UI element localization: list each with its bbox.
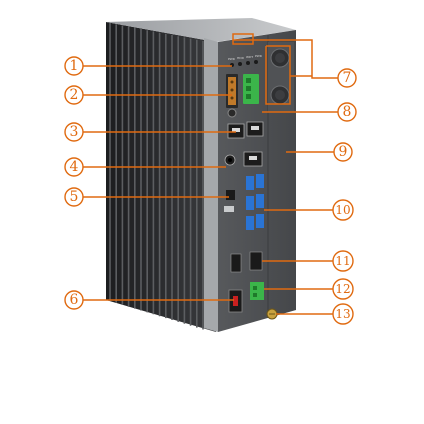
green-terminal-block xyxy=(243,74,259,104)
callout-10: 10 xyxy=(332,199,354,221)
device-body: PWR HDD WDT PWR xyxy=(106,18,296,332)
lan-ports xyxy=(227,121,264,167)
callout-7: 7 xyxy=(337,68,357,88)
callout-12: 12 xyxy=(332,278,354,300)
callout-3: 3 xyxy=(64,122,84,142)
callout-13-label: 13 xyxy=(335,307,350,321)
callout-9: 9 xyxy=(333,142,353,162)
heatsink-side xyxy=(106,22,216,332)
usb-ports xyxy=(246,174,264,230)
led-label-row: PWR HDD WDT PWR xyxy=(228,54,262,61)
audio-jack xyxy=(224,154,236,166)
led-label-pwr2: PWR xyxy=(255,54,262,58)
callout-4-label: 4 xyxy=(70,159,79,175)
callout-12-label: 12 xyxy=(335,282,350,296)
side-edge xyxy=(204,38,218,332)
led-label-hdd: HDD xyxy=(237,56,245,60)
dc-jack xyxy=(228,289,243,313)
antenna-connector-top xyxy=(227,108,237,118)
callout-11-label: 11 xyxy=(335,254,350,268)
callout-4: 4 xyxy=(64,157,84,177)
callout-1: 1 xyxy=(64,56,84,76)
callout-11: 11 xyxy=(332,250,354,272)
dio-connector xyxy=(226,74,238,108)
callout-8: 8 xyxy=(337,102,357,122)
antenna-panel xyxy=(268,42,294,112)
callout-1-label: 1 xyxy=(70,58,79,74)
leader-lines xyxy=(83,33,338,315)
callout-7-label: 7 xyxy=(343,70,352,86)
display-ports xyxy=(230,251,263,273)
callout-10-label: 10 xyxy=(335,203,350,217)
callout-2-label: 2 xyxy=(70,87,79,103)
callout-9-label: 9 xyxy=(339,144,348,160)
sim-label xyxy=(224,206,234,212)
ground-screw xyxy=(266,308,278,320)
callout-6: 6 xyxy=(64,290,84,310)
top-plate xyxy=(106,18,296,42)
callout-5-label: 5 xyxy=(70,189,79,205)
callout-5: 5 xyxy=(64,187,84,207)
callout-6-label: 6 xyxy=(70,292,79,308)
callout-13: 13 xyxy=(332,303,354,325)
led-label-wdt: WDT xyxy=(246,55,253,59)
power-terminal xyxy=(250,282,264,300)
callout-8-label: 8 xyxy=(343,104,352,120)
power-switch xyxy=(226,190,235,200)
led-label-pwr: PWR xyxy=(228,57,235,61)
callout-2: 2 xyxy=(64,85,84,105)
callout-3-label: 3 xyxy=(70,124,79,140)
